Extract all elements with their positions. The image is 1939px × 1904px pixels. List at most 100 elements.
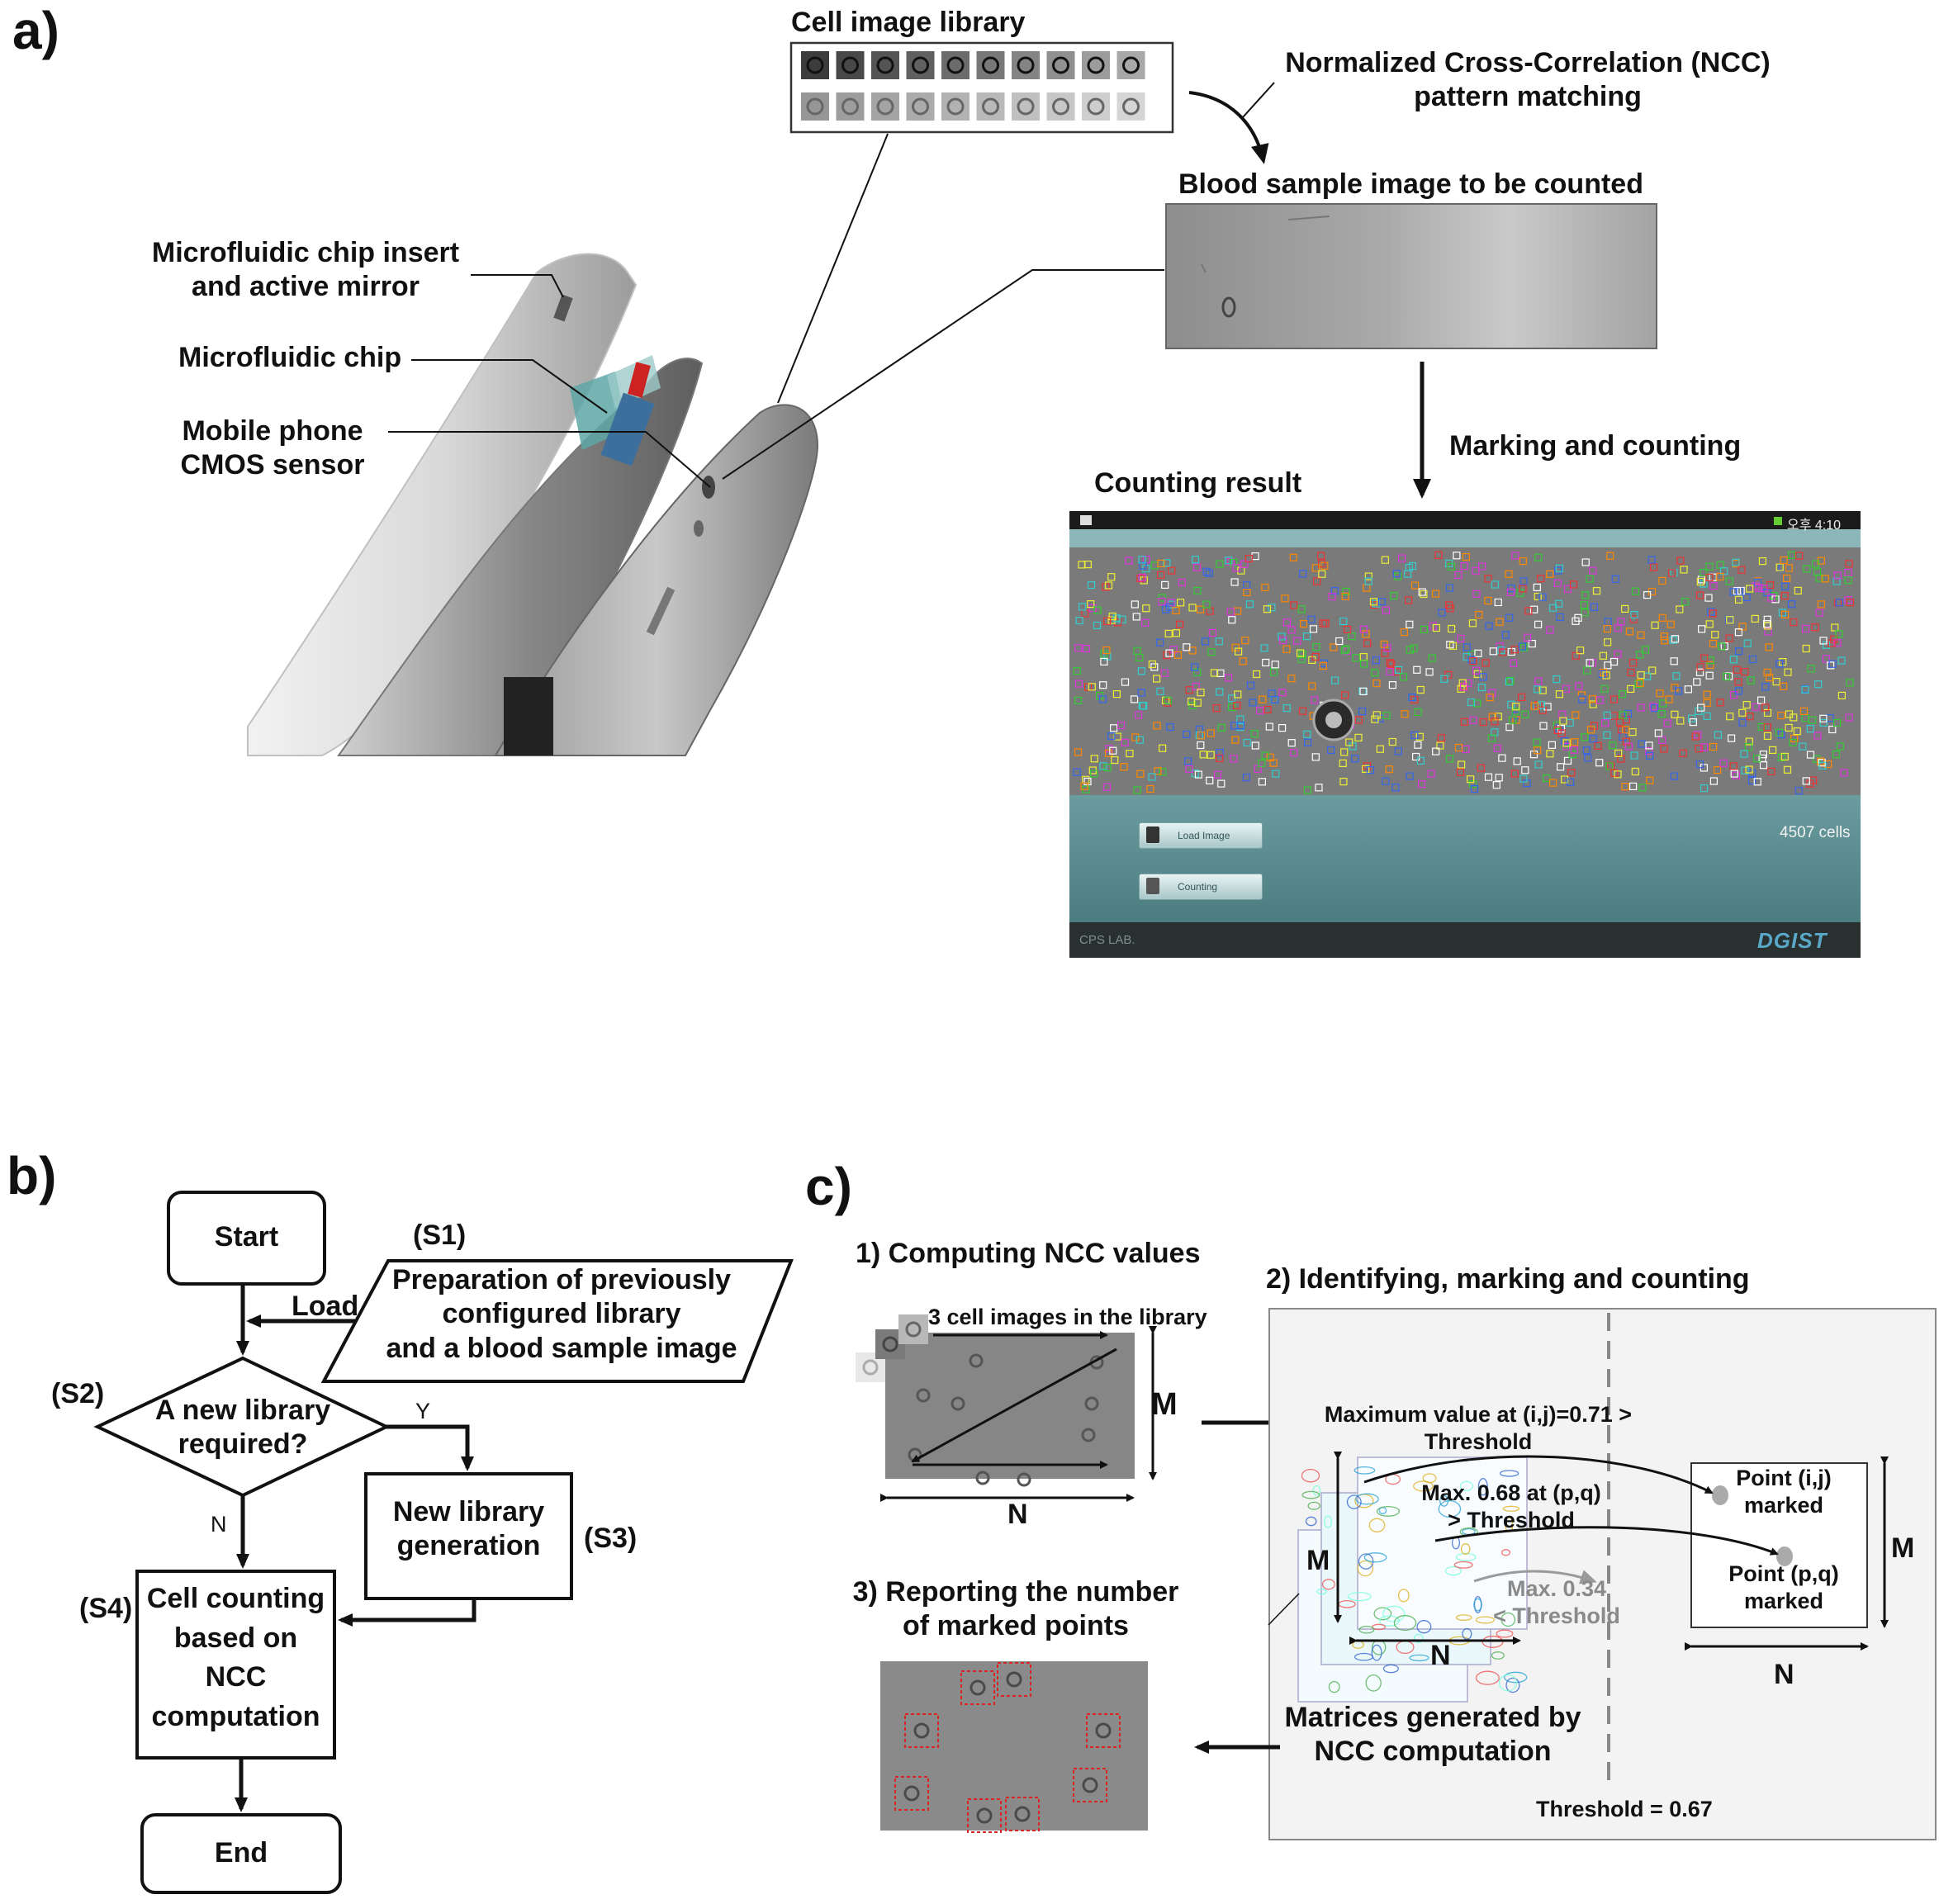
app-cell-mark xyxy=(1416,756,1425,765)
library-tile-cell xyxy=(1017,97,1035,116)
app-cell-mark xyxy=(1569,580,1578,589)
matrix-contour xyxy=(1312,1485,1321,1496)
chip-insert-label: Microfluidic chip insert and active mirr… xyxy=(132,236,479,305)
app-cell-mark xyxy=(1311,696,1319,704)
app-cell-mark xyxy=(1387,660,1396,669)
library-tile xyxy=(836,51,865,79)
app-cell-mark xyxy=(1093,606,1102,614)
app-cell-mark xyxy=(1795,552,1804,560)
point-pq-label: Point (p,q) marked xyxy=(1701,1561,1866,1615)
app-cell-mark xyxy=(1582,746,1591,755)
app-cell-mark xyxy=(1202,600,1211,609)
library-tile-cell xyxy=(1087,97,1105,116)
counting-button-label: Counting xyxy=(1178,881,1218,893)
app-cell-mark xyxy=(1104,581,1113,590)
matrix-contour xyxy=(1500,1612,1516,1627)
app-cell-mark xyxy=(1183,757,1192,765)
app-cell-mark xyxy=(1556,763,1565,771)
app-cell-mark xyxy=(1752,754,1761,763)
app-cell-mark xyxy=(1658,576,1666,585)
app-cell-mark xyxy=(1410,731,1419,740)
app-cell-mark xyxy=(1827,661,1835,670)
library-tile-cell xyxy=(912,97,929,116)
matrix-contour xyxy=(1301,1468,1320,1483)
app-cell-mark xyxy=(1610,695,1619,703)
app-cell-mark xyxy=(1510,659,1518,668)
app-cell-mark xyxy=(1666,620,1675,628)
app-cell-mark xyxy=(1359,625,1368,633)
app-cell-mark xyxy=(1813,732,1822,740)
app-cell-mark xyxy=(1650,703,1659,713)
s3-node xyxy=(364,1472,573,1600)
app-cell-mark xyxy=(1460,561,1468,571)
app-cell-mark xyxy=(1657,709,1666,718)
app-cell-mark xyxy=(1158,594,1166,602)
matrix-contour xyxy=(1498,1674,1518,1692)
app-cell-mark xyxy=(1730,691,1738,699)
app-cell-mark xyxy=(1636,679,1644,687)
matrix-contour xyxy=(1382,1664,1399,1674)
matrix-contour xyxy=(1499,1470,1519,1477)
app-cell-mark xyxy=(1406,772,1414,780)
app-cell-mark xyxy=(1588,695,1597,703)
app-cell-mark xyxy=(1784,668,1792,676)
app-cell-mark xyxy=(1614,770,1622,779)
app-cell-mark xyxy=(1785,723,1793,732)
app-cell-mark xyxy=(1807,665,1815,673)
app-cell-mark xyxy=(1781,582,1790,590)
app-footer-lab: CPS LAB. xyxy=(1079,933,1135,947)
app-cell-mark xyxy=(1440,675,1448,683)
app-cell-mark xyxy=(1496,618,1504,626)
app-cell-mark xyxy=(1207,751,1215,759)
step1-m-label: M xyxy=(1151,1387,1178,1422)
s3-tag: (S3) xyxy=(584,1523,638,1554)
app-cell-mark xyxy=(1157,571,1165,579)
app-cell-mark xyxy=(1676,557,1685,565)
start-label: Start xyxy=(214,1221,279,1253)
max-value-label: Maximum value at (i,j)=0.71 > Threshold xyxy=(1297,1401,1660,1456)
step3-mark xyxy=(1086,1713,1121,1748)
app-cell-mark xyxy=(1543,774,1551,783)
counting-button[interactable]: Counting xyxy=(1139,874,1263,900)
app-cell-mark xyxy=(1580,600,1589,609)
app-header-bar xyxy=(1069,529,1861,547)
app-cell-mark xyxy=(1278,723,1287,732)
app-cell-mark xyxy=(1684,685,1693,694)
app-cell-mark xyxy=(1821,575,1829,583)
app-cell-mark xyxy=(1668,569,1676,577)
app-cell-mark xyxy=(1135,736,1144,744)
app-cell-mark xyxy=(1448,642,1458,650)
load-image-button[interactable]: Load Image xyxy=(1139,822,1263,849)
app-cell-mark xyxy=(1647,556,1656,564)
app-cell-mark xyxy=(1785,564,1793,572)
library-tile xyxy=(801,51,829,79)
app-cell-mark xyxy=(1289,748,1298,757)
step3-cell xyxy=(913,1722,930,1739)
app-cell-mark xyxy=(1400,628,1409,637)
app-cell-mark xyxy=(1410,695,1419,704)
step3-line1: 3) Reporting the number xyxy=(852,1576,1179,1608)
s4-line4: computation xyxy=(151,1700,320,1732)
app-cell-mark xyxy=(1729,588,1738,596)
app-cell-mark xyxy=(1648,666,1657,675)
matrix-contour xyxy=(1444,1565,1463,1576)
app-cell-mark xyxy=(1814,680,1823,689)
app-cell-mark xyxy=(1108,612,1116,621)
app-cell-mark xyxy=(1134,711,1143,719)
app-footer xyxy=(1069,922,1861,958)
app-cell-mark xyxy=(1751,614,1759,623)
library-tile-cell xyxy=(1122,97,1140,116)
app-cell-mark xyxy=(1539,722,1548,730)
library-tile xyxy=(976,51,1005,79)
app-cell-mark xyxy=(1670,772,1678,780)
app-cell-mark xyxy=(1297,655,1306,663)
load-image-button-label: Load Image xyxy=(1178,830,1230,841)
step2-title: 2) Identifying, marking and counting xyxy=(1266,1263,1750,1295)
app-cell-mark xyxy=(1586,659,1594,667)
matrix-contour xyxy=(1397,1589,1410,1603)
app-cell-mark xyxy=(1844,576,1852,585)
matrix-contour xyxy=(1455,1552,1477,1561)
cmos-sensor-label: Mobile phone CMOS sensor xyxy=(140,414,405,483)
app-cell-mark xyxy=(1414,741,1422,749)
step1-cell xyxy=(975,1471,990,1485)
